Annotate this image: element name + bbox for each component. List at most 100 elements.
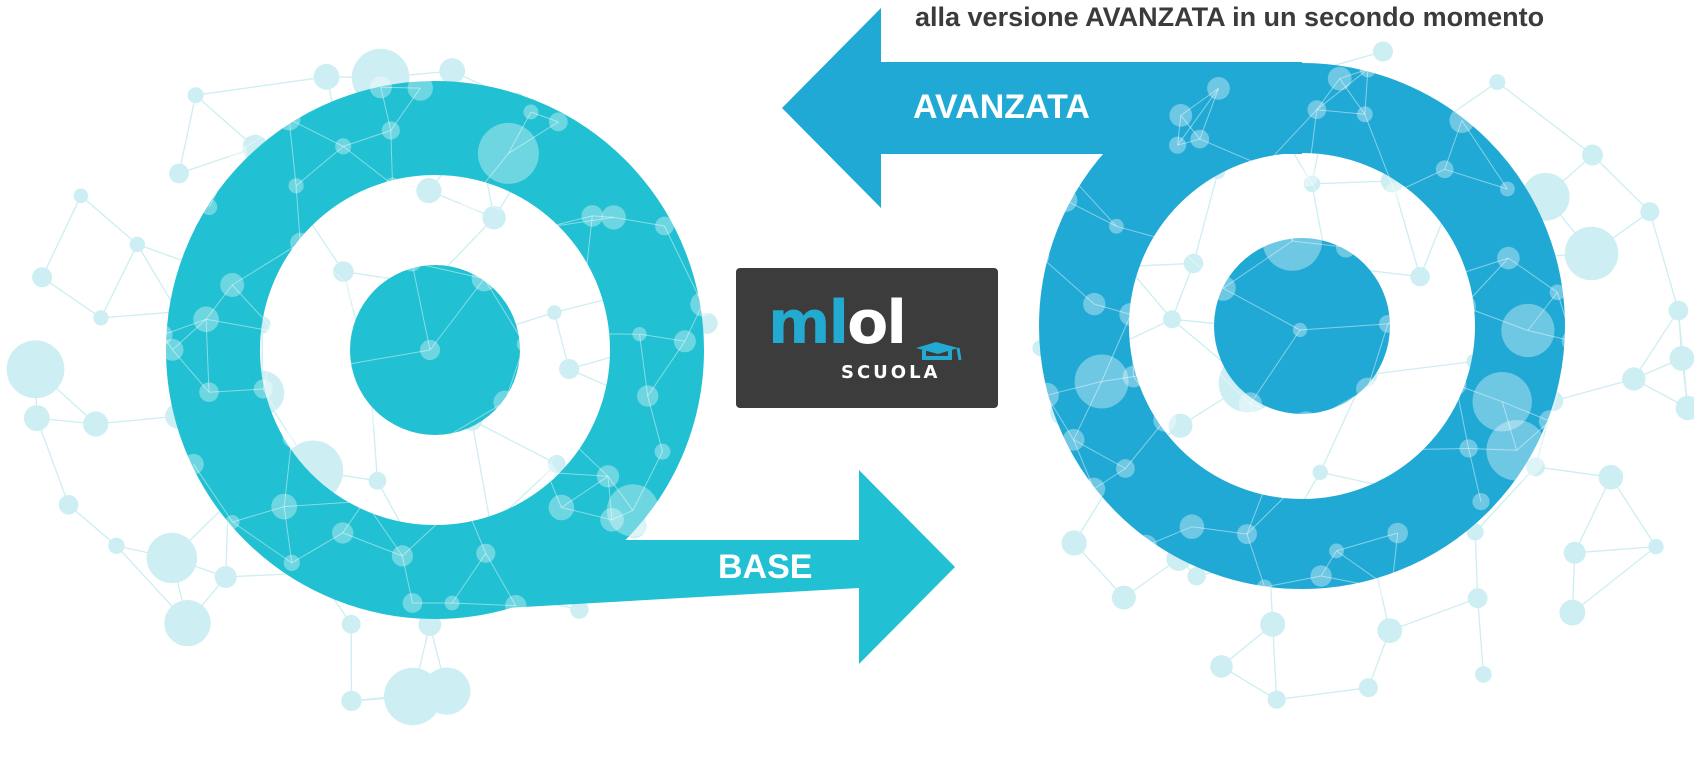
network-node (1395, 440, 1413, 459)
network-node (1622, 367, 1646, 391)
network-edge (1292, 240, 1347, 248)
network-node (1256, 159, 1271, 174)
network-edge (205, 284, 233, 320)
network-node (335, 138, 352, 155)
network-edge (1316, 78, 1341, 110)
network-node (1169, 136, 1187, 154)
network-node (1379, 577, 1404, 603)
network-edge (436, 442, 464, 500)
network-node (1210, 655, 1233, 678)
network-edge (471, 153, 509, 200)
network-node (1486, 420, 1547, 481)
network-edge (283, 506, 293, 563)
network-edge (364, 500, 403, 557)
network-node (1116, 459, 1135, 478)
network-edge (1101, 314, 1132, 382)
network-node (1168, 413, 1193, 438)
network-overlay-left (152, 75, 715, 617)
network-node (1183, 253, 1204, 274)
network-node (1293, 411, 1319, 438)
network-edge (36, 417, 70, 506)
network-edge (524, 333, 595, 345)
network-edge (231, 242, 301, 286)
network-node (416, 178, 442, 204)
network-node (333, 261, 354, 282)
network-edge (341, 349, 431, 366)
network-edge (288, 119, 297, 186)
network-node (193, 306, 219, 333)
network-edge (1451, 275, 1464, 307)
network-node (600, 508, 624, 532)
network-edge (471, 419, 557, 465)
network-node (343, 278, 368, 303)
network-edge (664, 225, 703, 305)
network-edge (1045, 395, 1075, 441)
network-node (523, 104, 539, 120)
network-edge (546, 472, 562, 508)
network-edge (1556, 292, 1574, 342)
network-node (225, 515, 240, 529)
network-node (572, 273, 597, 299)
network-edge (291, 532, 343, 564)
network-node (1082, 477, 1106, 501)
network-node (601, 205, 626, 230)
network-node (1356, 106, 1373, 123)
network-edge (1093, 468, 1126, 490)
network-edge (1292, 424, 1307, 489)
network-node (1648, 539, 1664, 555)
network-edge (1246, 488, 1294, 535)
network-node (402, 593, 423, 613)
network-node (83, 411, 109, 437)
network-node (1312, 464, 1328, 480)
network-edge (508, 121, 559, 154)
network-node (1074, 354, 1129, 409)
network-edge (1180, 87, 1219, 116)
network-edge (1387, 275, 1453, 325)
network-node (471, 266, 497, 292)
network-edge (341, 290, 356, 366)
network-node (368, 471, 387, 490)
network-edge (411, 261, 485, 280)
network-edge (208, 152, 238, 208)
network-edge (100, 311, 178, 319)
logo-wordmark-ol: ol (847, 288, 907, 358)
network-edge (1246, 481, 1268, 535)
network-edge (1192, 171, 1219, 264)
network-node (547, 305, 562, 320)
network-edge (1633, 310, 1679, 380)
network-edge (341, 365, 366, 419)
network-node (1257, 579, 1273, 595)
network-edge (1553, 378, 1634, 402)
network-edge (1366, 323, 1389, 390)
network-edge (1455, 384, 1470, 449)
network-node (429, 435, 445, 450)
network-node (1466, 523, 1484, 541)
network-node (1675, 395, 1694, 421)
network-edge (274, 331, 343, 366)
network-node (332, 522, 354, 544)
network-edge (1249, 329, 1301, 405)
network-node (1187, 567, 1206, 586)
network-node (459, 186, 484, 211)
network-edge (1263, 109, 1318, 167)
base-arrow-label: BASE (718, 548, 813, 586)
network-node (1060, 166, 1082, 187)
network-edge (231, 284, 276, 332)
network-edge (1316, 68, 1369, 111)
network-edge (1199, 88, 1219, 140)
network-edge (1133, 363, 1210, 378)
network-edge (1180, 115, 1201, 140)
network-node (655, 216, 674, 236)
network-node (1210, 275, 1236, 301)
network-edge (546, 471, 609, 477)
network-edge (68, 504, 117, 547)
network-node (1303, 175, 1321, 193)
network-edge (561, 475, 609, 508)
network-edge (1307, 176, 1347, 248)
network-node (1669, 346, 1694, 371)
network-edge (1452, 257, 1509, 277)
network-edge (283, 438, 293, 507)
network-edge (343, 130, 391, 147)
network-edge (1263, 165, 1309, 178)
